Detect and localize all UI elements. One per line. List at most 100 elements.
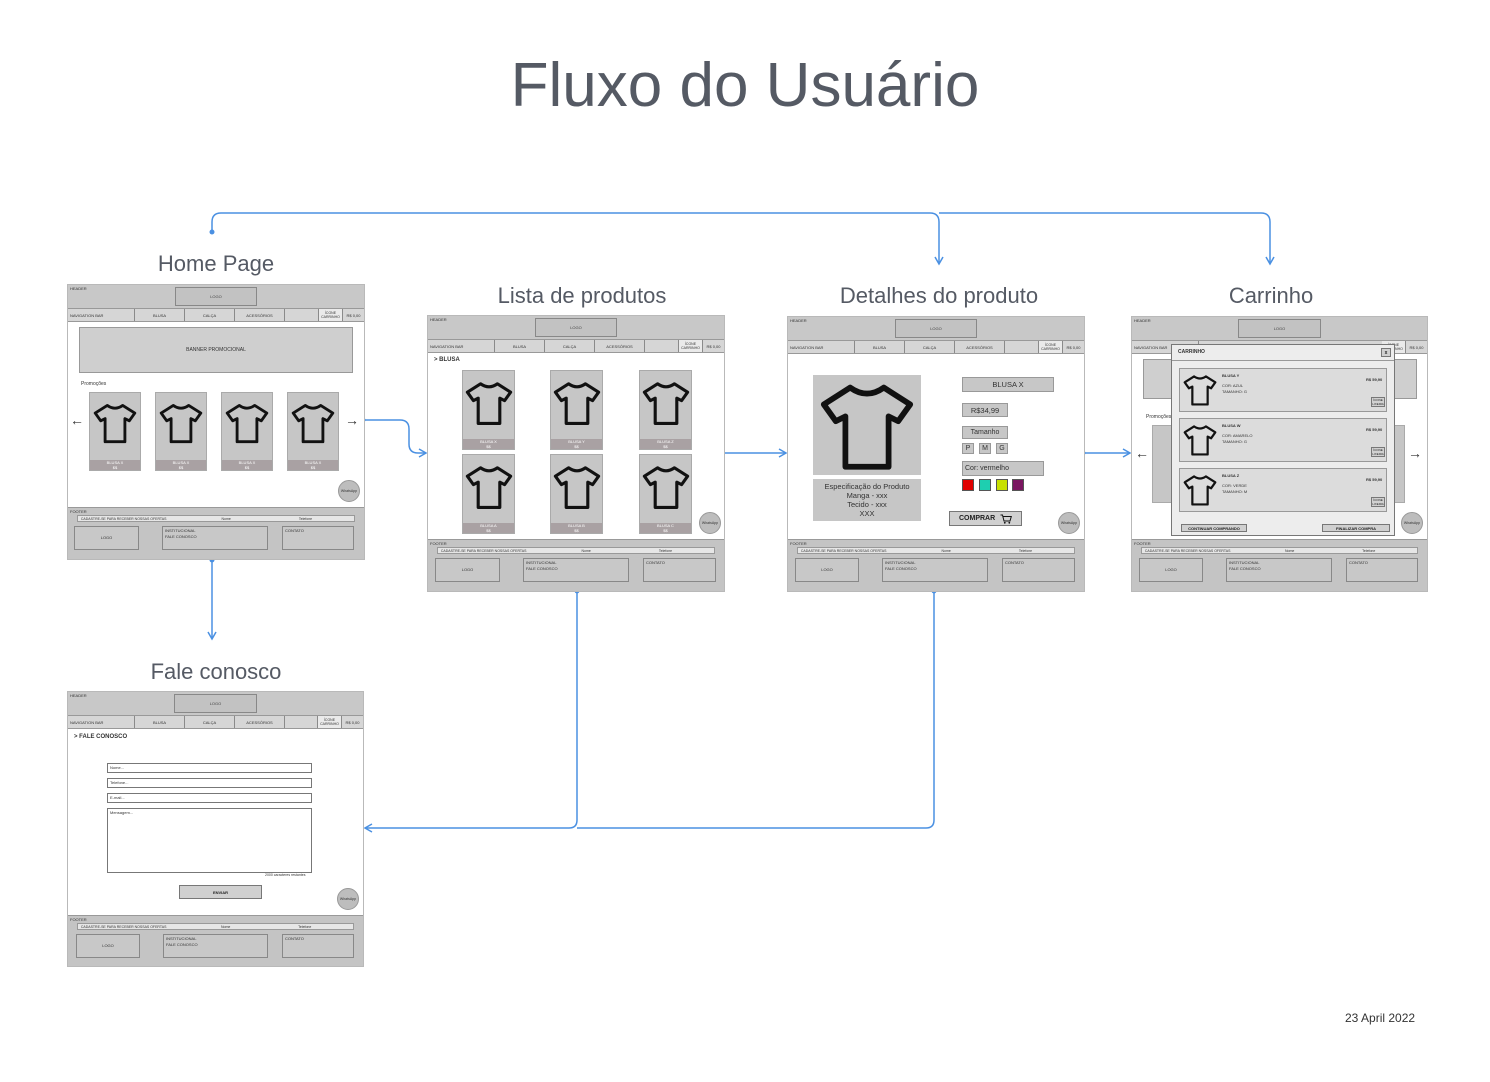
checkout-button[interactable]: FINALIZAR COMPRA <box>1322 524 1390 532</box>
nav-item-blusa[interactable]: BLUSA <box>135 716 185 728</box>
cart-icon[interactable]: ÍCONE CARRINHO <box>318 716 342 728</box>
color-swatch-teal[interactable] <box>979 479 991 491</box>
nav-item-acessorios[interactable]: ACESSÓRIOS <box>235 309 285 321</box>
cart-total: R$ 0,00 <box>345 719 360 725</box>
cart-item-color: COR: AMARELO <box>1222 433 1253 438</box>
nav-item-calca[interactable]: CALÇA <box>905 341 955 353</box>
newsletter-phone-field[interactable]: Telefone <box>658 549 673 553</box>
tshirt-icon <box>1183 375 1217 406</box>
phone-field[interactable]: Telefone... <box>107 778 312 788</box>
whatsapp-button[interactable]: WhatsApp <box>699 512 721 534</box>
name-field[interactable]: Nome... <box>107 763 312 773</box>
whatsapp-button[interactable]: WhatsApp <box>1401 512 1423 534</box>
nav-item-blusa[interactable]: BLUSA <box>495 340 545 352</box>
product-card[interactable]: BLUSA C$$ <box>639 454 692 534</box>
footer-logo[interactable]: LOGO <box>76 934 140 958</box>
link-institucional[interactable]: INSTITUCIONAL <box>166 936 197 941</box>
footer-logo[interactable]: LOGO <box>795 558 859 582</box>
logo[interactable]: LOGO <box>894 319 978 338</box>
product-card[interactable]: BLUSA X$$ <box>155 392 207 471</box>
tshirt-icon <box>642 466 689 509</box>
product-card[interactable]: BLUSA X$$ <box>89 392 141 471</box>
cart-icon[interactable]: ÍCONE CARRINHO <box>1039 341 1063 353</box>
arrow-list-to-contact <box>363 591 578 833</box>
link-institucional[interactable]: INSTITUCIONAL <box>526 560 557 565</box>
link-fale-conosco[interactable]: FALE CONOSCO <box>166 942 198 947</box>
footer-logo[interactable]: LOGO <box>1139 558 1203 582</box>
link-fale-conosco[interactable]: FALE CONOSCO <box>526 566 558 571</box>
product-card[interactable]: BLUSA B$$ <box>550 454 603 534</box>
nav-item-acessorios[interactable]: ACESSÓRIOS <box>955 341 1005 353</box>
nav-item-calca[interactable]: CALÇA <box>545 340 595 352</box>
newsletter-phone-field[interactable]: Telefone <box>1018 549 1033 553</box>
color-swatch-red[interactable] <box>962 479 974 491</box>
logo[interactable]: LOGO <box>174 694 257 713</box>
link-fale-conosco[interactable]: FALE CONOSCO <box>1229 566 1261 571</box>
carousel-prev-button[interactable]: ← <box>1135 445 1149 461</box>
logo[interactable]: LOGO <box>534 318 618 337</box>
cart-icon <box>1000 514 1013 524</box>
carousel-prev-button[interactable]: ← <box>70 412 84 428</box>
continue-shopping-button[interactable]: CONTINUAR COMPRANDO <box>1181 524 1247 532</box>
buy-button[interactable]: COMPRAR <box>949 511 1022 526</box>
nav-item-blusa[interactable]: BLUSA <box>855 341 905 353</box>
product-caption: BLUSA X$$ <box>463 439 514 449</box>
product-card[interactable]: BLUSA A$$ <box>462 454 515 534</box>
footer-logo[interactable]: LOGO <box>435 558 500 582</box>
newsletter-name-field[interactable]: Nome <box>581 549 591 553</box>
product-card[interactable]: BLUSA Z$$ <box>639 370 692 450</box>
link-fale-conosco[interactable]: FALE CONOSCO <box>885 566 917 571</box>
link-fale-conosco[interactable]: FALE CONOSCO <box>165 534 197 539</box>
nav-item-acessorios[interactable]: ACESSÓRIOS <box>595 340 645 352</box>
product-name: BLUSA X <box>304 460 322 465</box>
size-option-p[interactable]: P <box>962 443 974 454</box>
product-card[interactable]: BLUSA X$$ <box>287 392 339 471</box>
header: HEADER LOGO <box>428 316 724 340</box>
newsletter-name-field[interactable]: Nome <box>1285 549 1295 553</box>
product-card[interactable]: BLUSA Y$$ <box>550 370 603 450</box>
whatsapp-button[interactable]: WhatsApp <box>1058 512 1080 534</box>
carousel-next-button[interactable]: → <box>1408 445 1422 461</box>
nav-item-acessorios[interactable]: ACESSÓRIOS <box>235 716 285 728</box>
email-field[interactable]: E-mail... <box>107 793 312 803</box>
cart-item-name: BLUSA Y <box>1222 373 1240 378</box>
color-swatch-purple[interactable] <box>1012 479 1024 491</box>
logo[interactable]: LOGO <box>174 287 258 306</box>
trash-icon[interactable]: ÍCONE LIXEIRA <box>1371 397 1385 407</box>
carousel-next-button[interactable]: → <box>345 412 359 428</box>
color-swatch-lime[interactable] <box>996 479 1008 491</box>
cart-icon[interactable]: ÍCONE CARRINHO <box>679 340 703 352</box>
header: HEADER LOGO <box>68 692 363 716</box>
product-image <box>813 375 921 475</box>
product-card[interactable]: BLUSA X$$ <box>221 392 273 471</box>
newsletter-name-field[interactable]: Nome <box>221 925 231 929</box>
newsletter-name-field[interactable]: Nome <box>941 549 951 553</box>
whatsapp-button[interactable]: WhatsApp <box>338 480 360 502</box>
link-institucional[interactable]: INSTITUCIONAL <box>165 528 196 533</box>
link-institucional[interactable]: INSTITUCIONAL <box>885 560 916 565</box>
message-field[interactable]: Mensagem... <box>107 808 312 873</box>
link-institucional[interactable]: INSTITUCIONAL <box>1229 560 1260 565</box>
newsletter-name-field[interactable]: Nome <box>221 517 231 521</box>
promo-banner[interactable]: BANNER PROMOCIONAL <box>79 327 353 373</box>
size-option-g[interactable]: G <box>996 443 1008 454</box>
nav-item-calca[interactable]: CALÇA <box>185 716 235 728</box>
nav-item-blusa[interactable]: BLUSA <box>135 309 185 321</box>
nav-spacer <box>1005 341 1039 353</box>
cart-icon[interactable]: ÍCONE CARRINHO <box>319 309 343 321</box>
newsletter-phone-field[interactable]: Telefone <box>1362 549 1376 553</box>
whatsapp-button[interactable]: WhatsApp <box>337 888 359 910</box>
tshirt-icon <box>1183 425 1217 456</box>
footer-logo[interactable]: LOGO <box>74 526 139 550</box>
close-button[interactable]: x <box>1381 348 1391 357</box>
trash-icon[interactable]: ÍCONE LIXEIRA <box>1371 447 1385 457</box>
product-name: BLUSA Z <box>657 439 674 444</box>
product-card[interactable]: BLUSA X$$ <box>462 370 515 450</box>
trash-icon[interactable]: ÍCONE LIXEIRA <box>1371 497 1385 507</box>
newsletter-phone-field[interactable]: Telefone <box>298 517 313 521</box>
newsletter-phone-field[interactable]: Telefone <box>298 925 312 929</box>
logo[interactable]: LOGO <box>1238 319 1321 338</box>
nav-item-calca[interactable]: CALÇA <box>185 309 235 321</box>
size-option-m[interactable]: M <box>979 443 991 454</box>
send-button[interactable]: ENVIAR <box>179 885 262 899</box>
